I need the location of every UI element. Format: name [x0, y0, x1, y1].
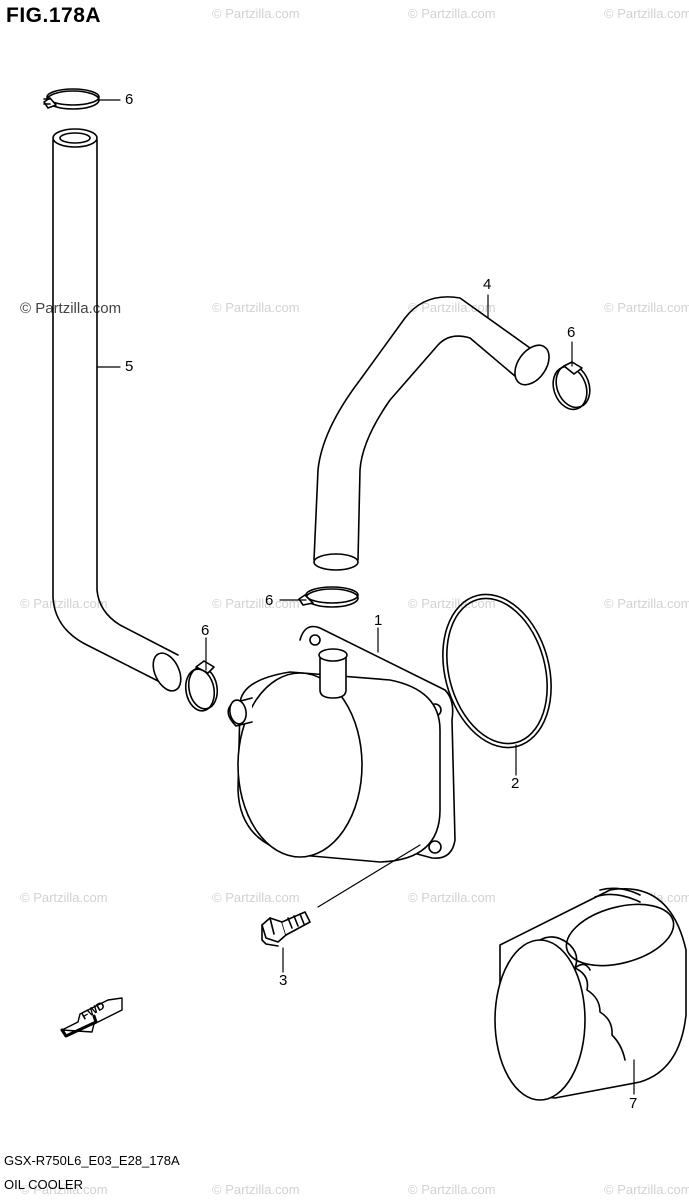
oil-filter[interactable] — [494, 887, 687, 1101]
watermark: © Partzilla.com — [212, 300, 300, 315]
watermark: © Partzilla.com — [20, 596, 108, 611]
hose-clamp-right[interactable] — [547, 360, 595, 414]
callout-6-top[interactable]: 6 — [125, 91, 134, 108]
watermark-highlight: © Partzilla.com — [20, 300, 122, 317]
watermark: © Partzilla.com — [408, 300, 496, 315]
callout-5[interactable]: 5 — [125, 358, 134, 375]
watermark: © Partzilla.com — [212, 1182, 300, 1197]
hose-clamp-lower-left[interactable] — [183, 660, 221, 713]
callout-1[interactable]: 1 — [374, 612, 383, 629]
watermark: © Partzilla.com — [212, 596, 300, 611]
hose-clamp-middle[interactable] — [298, 586, 359, 608]
water-hose-long[interactable] — [52, 128, 186, 695]
watermark: © Partzilla.com — [20, 1182, 108, 1197]
watermark: © Partzilla.com — [604, 6, 689, 21]
watermark: © Partzilla.com — [212, 6, 300, 21]
callout-6-lower-left[interactable]: 6 — [201, 622, 210, 639]
water-hose-bent[interactable] — [313, 296, 556, 571]
figure-title: FIG.178A — [6, 4, 102, 27]
watermark: © Partzilla.com — [604, 1182, 689, 1197]
watermark: © Partzilla.com — [604, 300, 689, 315]
watermark: © Partzilla.com — [408, 596, 496, 611]
mounting-bolt[interactable] — [261, 911, 311, 947]
fwd-arrow-icon: FWD — [60, 997, 123, 1038]
watermark: © Partzilla.com — [20, 890, 108, 905]
callout-7[interactable]: 7 — [629, 1095, 638, 1112]
callout-3[interactable]: 3 — [279, 972, 288, 989]
callout-6-middle[interactable]: 6 — [265, 592, 274, 609]
figure-name: OIL COOLER — [4, 1177, 83, 1192]
hose-clamp-top[interactable] — [43, 88, 100, 110]
watermark: © Partzilla.com — [604, 596, 689, 611]
callout-2[interactable]: 2 — [511, 775, 520, 792]
watermark: © Partzilla.com — [408, 6, 496, 21]
callout-6-right[interactable]: 6 — [567, 324, 576, 341]
watermark: © Partzilla.com — [408, 890, 496, 905]
watermark: © Partzilla.com — [212, 890, 300, 905]
oil-cooler-body[interactable] — [227, 625, 456, 863]
callout-4[interactable]: 4 — [483, 276, 492, 293]
o-ring[interactable] — [427, 582, 568, 760]
watermark: © Partzilla.com — [408, 1182, 496, 1197]
leader-lines — [96, 99, 635, 1095]
figure-code: GSX-R750L6_E03_E28_178A — [4, 1153, 180, 1168]
